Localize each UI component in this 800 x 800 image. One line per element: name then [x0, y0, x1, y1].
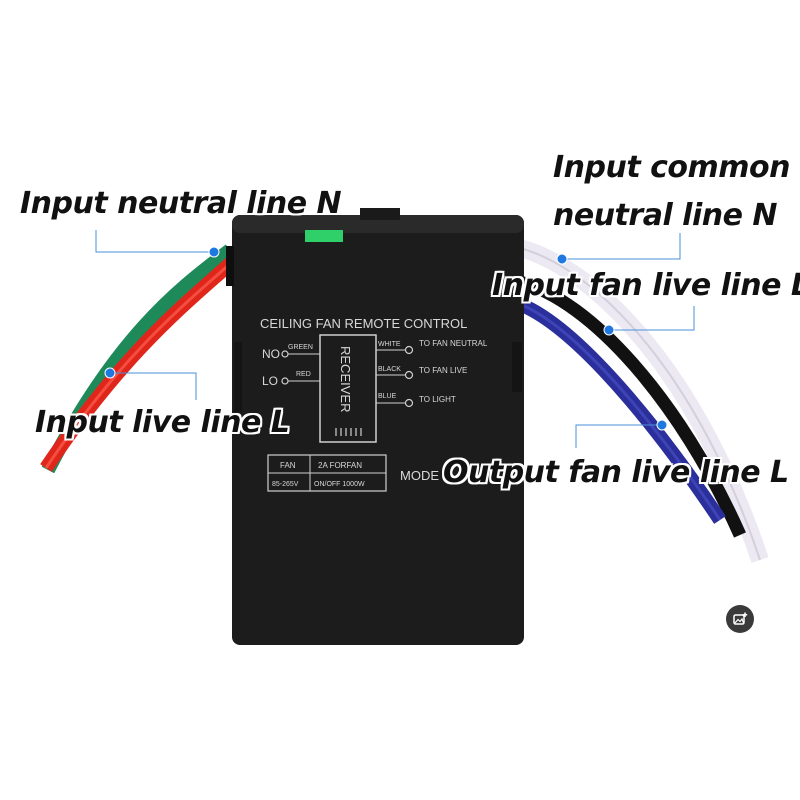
spec-table: FAN 2A FORFAN 85-265V ON/OFF 1000W [267, 454, 387, 492]
receiver-case [226, 208, 524, 645]
to-fan-live-label: TO FAN LIVE [419, 366, 467, 375]
callout-output-fan-live: Output fan live line L [443, 455, 789, 490]
model-prefix: MODE [400, 468, 439, 483]
device-labels: CEILING FAN REMOTE CONTROL RECEIVER NO G… [260, 316, 488, 492]
wire-blue-label: BLUE [378, 393, 397, 400]
dot-fan-live [603, 324, 615, 336]
terminal-lo: LO [262, 374, 278, 388]
dot-live [104, 367, 116, 379]
leader-live [110, 372, 197, 400]
image-share-button[interactable] [726, 605, 754, 633]
callout-leaders [95, 230, 695, 448]
image-share-icon [733, 612, 748, 625]
wire-black-label: BLACK [378, 366, 401, 373]
leader-output [575, 424, 662, 448]
to-fan-neutral-label: TO FAN NEUTRAL [419, 339, 488, 348]
callout-input-common-line2: neutral line N [553, 198, 778, 233]
black-wire [518, 275, 746, 538]
callout-input-common-line1: Input common [553, 150, 791, 185]
wire-red-label: RED [296, 371, 311, 378]
dot-common [556, 253, 568, 265]
wire-green-label: GREEN [288, 344, 313, 351]
callout-dots [104, 246, 668, 431]
receiver-label: RECEIVER [338, 346, 353, 412]
callout-input-live: Input live line L [35, 405, 290, 440]
leader-common [562, 233, 681, 260]
leader-fan-live [609, 306, 695, 331]
receiver-box [319, 334, 377, 443]
terminal-black-dot [404, 370, 414, 380]
terminal-white-dot [404, 345, 414, 355]
dot-output [656, 419, 668, 431]
terminal-blue-dot [404, 398, 414, 408]
callout-input-neutral: Input neutral line N [20, 186, 342, 221]
left-wires [40, 244, 237, 474]
spec-power: ON/OFF 1000W [314, 481, 365, 488]
led-indicator [305, 230, 343, 242]
dot-neutral [208, 246, 220, 258]
device-title: CEILING FAN REMOTE CONTROL [260, 316, 467, 331]
receiver-pins [335, 428, 362, 436]
leader-neutral [95, 230, 214, 253]
spec-voltage: 85-265V [272, 481, 299, 488]
callout-input-fan-live: Input fan live line L [492, 268, 800, 303]
wire-white-label: WHITE [378, 341, 401, 348]
spec-fan: FAN [280, 461, 296, 470]
terminal-no: NO [262, 347, 280, 361]
to-light-label: TO LIGHT [419, 395, 456, 404]
right-wires [517, 239, 769, 563]
spec-rating: 2A FORFAN [318, 461, 362, 470]
